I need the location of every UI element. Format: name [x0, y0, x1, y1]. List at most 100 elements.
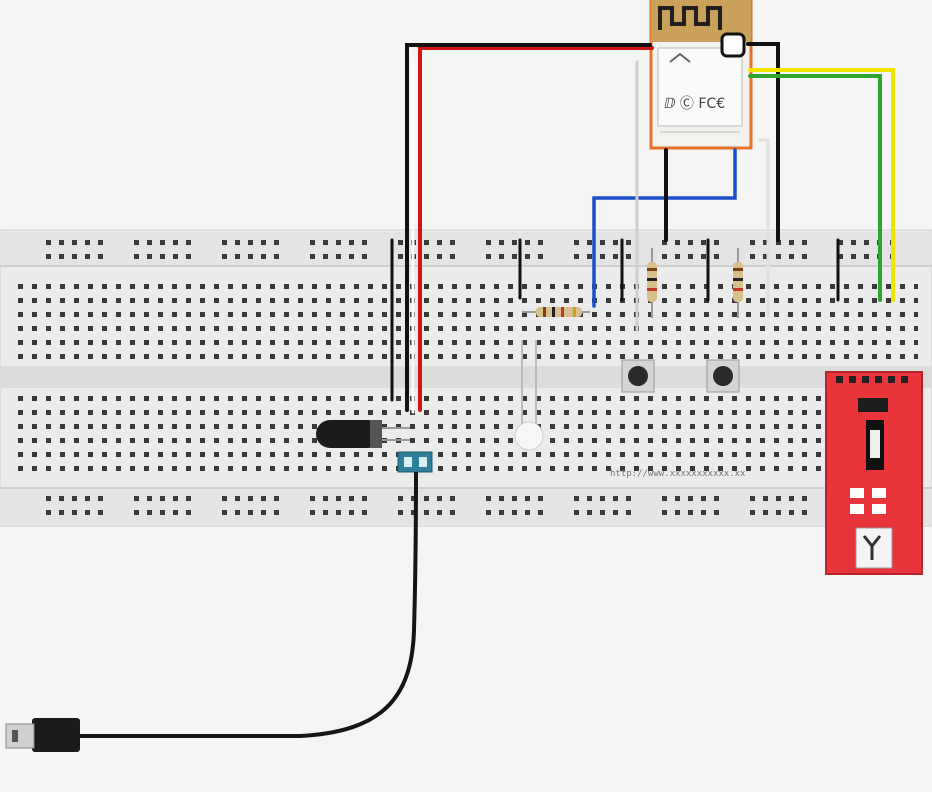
rail-hole [323, 240, 328, 245]
rail-hole [323, 510, 328, 515]
rail-hole [85, 496, 90, 501]
rail-hole [222, 240, 227, 245]
rail-hole [763, 510, 768, 515]
rail-hole [675, 254, 680, 259]
rail-hole [626, 510, 631, 515]
rail-hole [72, 510, 77, 515]
rail-hole [437, 240, 442, 245]
rail-hole [789, 510, 794, 515]
green-wire [748, 74, 882, 302]
white-wire-right [758, 138, 770, 318]
rail-hole [512, 496, 517, 501]
rail-hole [802, 510, 807, 515]
rail-hole [525, 510, 530, 515]
rail-hole [160, 510, 165, 515]
rail-hole [701, 254, 706, 259]
rail-hole [85, 254, 90, 259]
header-pin [862, 376, 869, 383]
led [514, 340, 544, 451]
rail-hole [587, 510, 592, 515]
rail-hole [675, 496, 680, 501]
rail-hole [85, 240, 90, 245]
rail-hole [248, 510, 253, 515]
rail-hole [310, 240, 315, 245]
rail-hole [701, 496, 706, 501]
black-wire-module-left [405, 43, 652, 412]
rail-hole [613, 510, 618, 515]
rail-hole [235, 240, 240, 245]
rail-hole [235, 254, 240, 259]
rail-hole [750, 496, 755, 501]
rail-hole [59, 510, 64, 515]
rail-hole [147, 240, 152, 245]
rail-hole [248, 496, 253, 501]
rail-hole [600, 254, 605, 259]
rail-hole [310, 510, 315, 515]
rail-hole [261, 254, 266, 259]
rail-hole [437, 254, 442, 259]
rail-hole [851, 254, 856, 259]
rail-hole [173, 510, 178, 515]
rail-hole [838, 254, 843, 259]
rail-hole [134, 496, 139, 501]
rail-hole [626, 254, 631, 259]
rail-hole [274, 240, 279, 245]
rail-hole [85, 510, 90, 515]
breadboard-url-label: http://www.xxxxxxxxxxx.xx [610, 469, 746, 479]
bottom-rail-holes [46, 496, 895, 515]
rail-hole [336, 254, 341, 259]
push-button-2 [706, 359, 740, 393]
rail-hole [261, 240, 266, 245]
rail-hole [613, 240, 618, 245]
rail-hole [750, 240, 755, 245]
rail-hole [802, 240, 807, 245]
rail-hole [776, 240, 781, 245]
rail-hole [450, 496, 455, 501]
rail-hole [98, 496, 103, 501]
rail-hole [261, 510, 266, 515]
rail-hole [98, 510, 103, 515]
rail-hole [864, 254, 869, 259]
rail-hole [147, 496, 152, 501]
usb-cable [80, 471, 418, 738]
rail-hole [362, 510, 367, 515]
wifi-module: ⅅ Ⓒ FC€ [649, 0, 753, 150]
rail-hole [512, 510, 517, 515]
rail-hole [310, 254, 315, 259]
header-pin [875, 376, 882, 383]
wires [390, 42, 895, 414]
rail-hole [538, 254, 543, 259]
rail-hole [147, 254, 152, 259]
rail-hole [750, 254, 755, 259]
resistor-vertical-2 [733, 248, 743, 318]
resistor-horizontal [522, 307, 590, 317]
rail-hole [587, 254, 592, 259]
rail-hole [349, 496, 354, 501]
rail-hole [525, 240, 530, 245]
rail-hole [851, 240, 856, 245]
rail-hole [486, 496, 491, 501]
usb-port [855, 527, 893, 569]
rail-hole [134, 510, 139, 515]
rail-hole [662, 510, 667, 515]
rail-hole [675, 240, 680, 245]
rail-hole [776, 496, 781, 501]
rail-hole [776, 254, 781, 259]
top-power-rail [0, 232, 932, 266]
center-channel [0, 366, 932, 388]
rail-hole [222, 510, 227, 515]
rail-hole [613, 254, 618, 259]
rail-hole [662, 254, 667, 259]
rail-hole [538, 496, 543, 501]
rail-hole [499, 240, 504, 245]
rail-hole [587, 496, 592, 501]
rail-hole [714, 240, 719, 245]
antenna-trace [658, 6, 722, 30]
rail-hole [323, 496, 328, 501]
rail-hole [186, 254, 191, 259]
rail-hole [160, 496, 165, 501]
rail-hole [675, 510, 680, 515]
rail-hole [222, 496, 227, 501]
rail-hole [701, 510, 706, 515]
